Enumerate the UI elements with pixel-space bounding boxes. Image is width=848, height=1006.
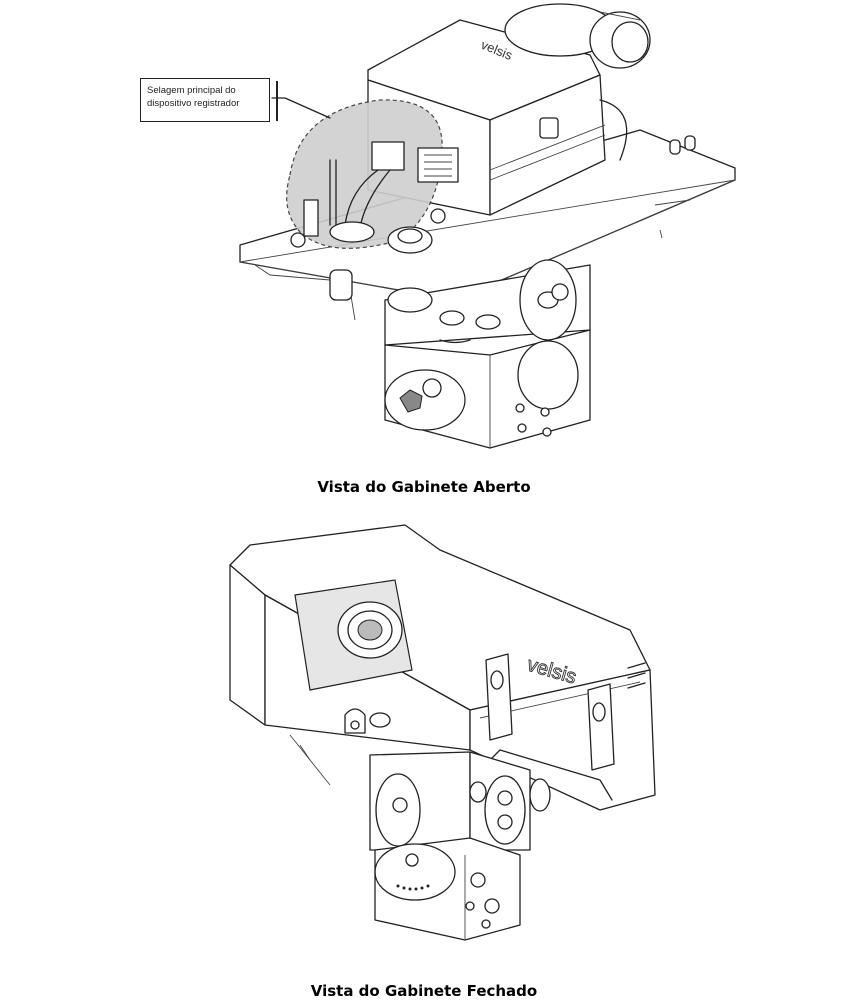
- callout-line-2: dispositivo registrador: [147, 98, 240, 109]
- callout-line-1: Selagem principal do: [147, 85, 236, 96]
- open-cabinet-figure: velsis: [0, 0, 848, 470]
- callout-bracket: [276, 81, 278, 121]
- seal-callout-box: Selagem principal do dispositivo registr…: [140, 78, 278, 122]
- open-cabinet-drawing: velsis: [239, 3, 736, 449]
- closed-cabinet-figure: velsis: [0, 520, 848, 975]
- closed-cabinet-caption: Vista do Gabinete Fechado: [310, 982, 538, 1000]
- open-cabinet-caption: Vista do Gabinete Aberto: [317, 478, 531, 496]
- closed-cabinet-drawing: velsis: [229, 524, 656, 941]
